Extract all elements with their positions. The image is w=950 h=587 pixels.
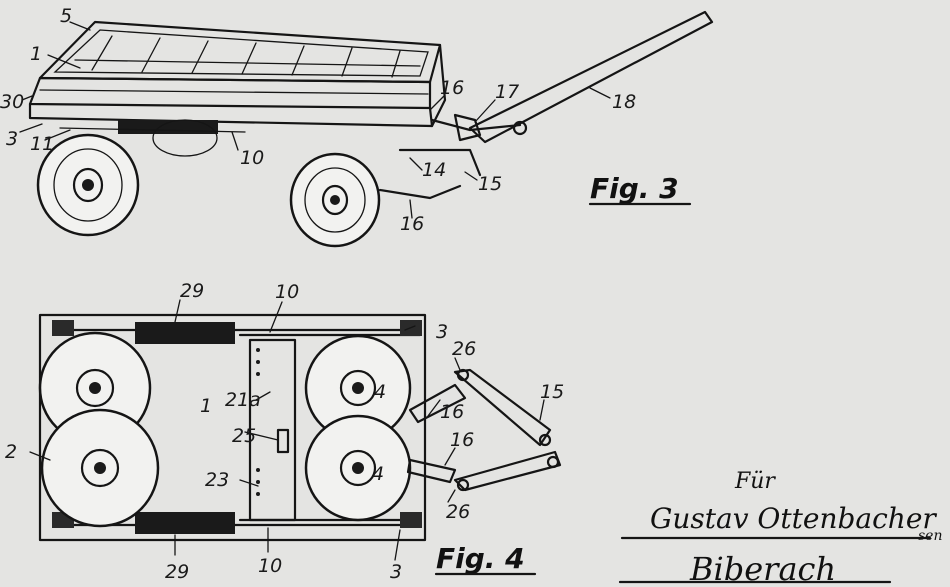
fig3-drawbar bbox=[470, 12, 712, 142]
fig4-left-wheels bbox=[40, 333, 158, 526]
fig4-label-3-bottom: 3 bbox=[390, 561, 402, 583]
fig4-spring-bottom bbox=[135, 512, 235, 534]
fig3-label-15: 15 bbox=[478, 173, 502, 195]
fig4-label-29-top: 29 bbox=[180, 280, 204, 302]
fig3-wagon-drawing bbox=[20, 12, 712, 246]
signature-prefix: Für bbox=[734, 469, 776, 494]
fig3-label-30: 30 bbox=[0, 91, 24, 113]
fig4-label-26-top: 26 bbox=[452, 338, 476, 360]
fig3-label-17: 17 bbox=[495, 81, 519, 103]
fig3-label-16-bottom: 16 bbox=[400, 213, 424, 235]
fig4-label-25: 25 bbox=[232, 425, 256, 447]
fig4-label-15: 15 bbox=[540, 381, 564, 403]
fig4-label-2: 2 bbox=[5, 441, 17, 463]
fig3-label-18: 18 bbox=[612, 91, 636, 113]
signature-suffix: sen bbox=[918, 528, 943, 544]
signature-name: Gustav Ottenbacher bbox=[650, 502, 937, 535]
fig4-chassis-drawing bbox=[30, 300, 560, 560]
fig3-front-wheel bbox=[291, 154, 379, 246]
fig4-steering-linkage bbox=[408, 370, 560, 490]
fig4-label-16-top: 16 bbox=[440, 401, 464, 423]
fig3-caption: Fig. 3 bbox=[590, 172, 679, 205]
fig4-label-23: 23 bbox=[205, 469, 229, 491]
fig3-label-16-top: 16 bbox=[440, 77, 464, 99]
fig4-label-10-top: 10 bbox=[275, 281, 299, 303]
fig4-label-1: 1 bbox=[200, 395, 212, 417]
fig3-label-3: 3 bbox=[6, 128, 18, 150]
fig4-label-4-top: 4 bbox=[374, 381, 386, 403]
fig4-label-4-bottom: 4 bbox=[372, 463, 384, 485]
fig4-label-3-top: 3 bbox=[436, 321, 448, 343]
fig4-label-16-bottom: 16 bbox=[450, 429, 474, 451]
fig4-label-29-bottom: 29 bbox=[165, 561, 189, 583]
fig3-label-14: 14 bbox=[422, 159, 446, 181]
fig4-caption: Fig. 4 bbox=[436, 542, 525, 575]
fig4-spring-top bbox=[135, 322, 235, 344]
fig3-label-11: 11 bbox=[30, 133, 54, 155]
fig3-slats bbox=[75, 36, 420, 77]
fig4-right-wheels bbox=[306, 336, 410, 520]
fig4-label-26-bottom: 26 bbox=[446, 501, 470, 523]
fig3-label-1: 1 bbox=[30, 43, 42, 65]
fig3-label-10: 10 bbox=[240, 147, 264, 169]
fig4-label-10-bottom: 10 bbox=[258, 555, 282, 577]
fig3-label-5: 5 bbox=[60, 5, 72, 27]
fig4-label-21a: 21a bbox=[225, 389, 261, 411]
